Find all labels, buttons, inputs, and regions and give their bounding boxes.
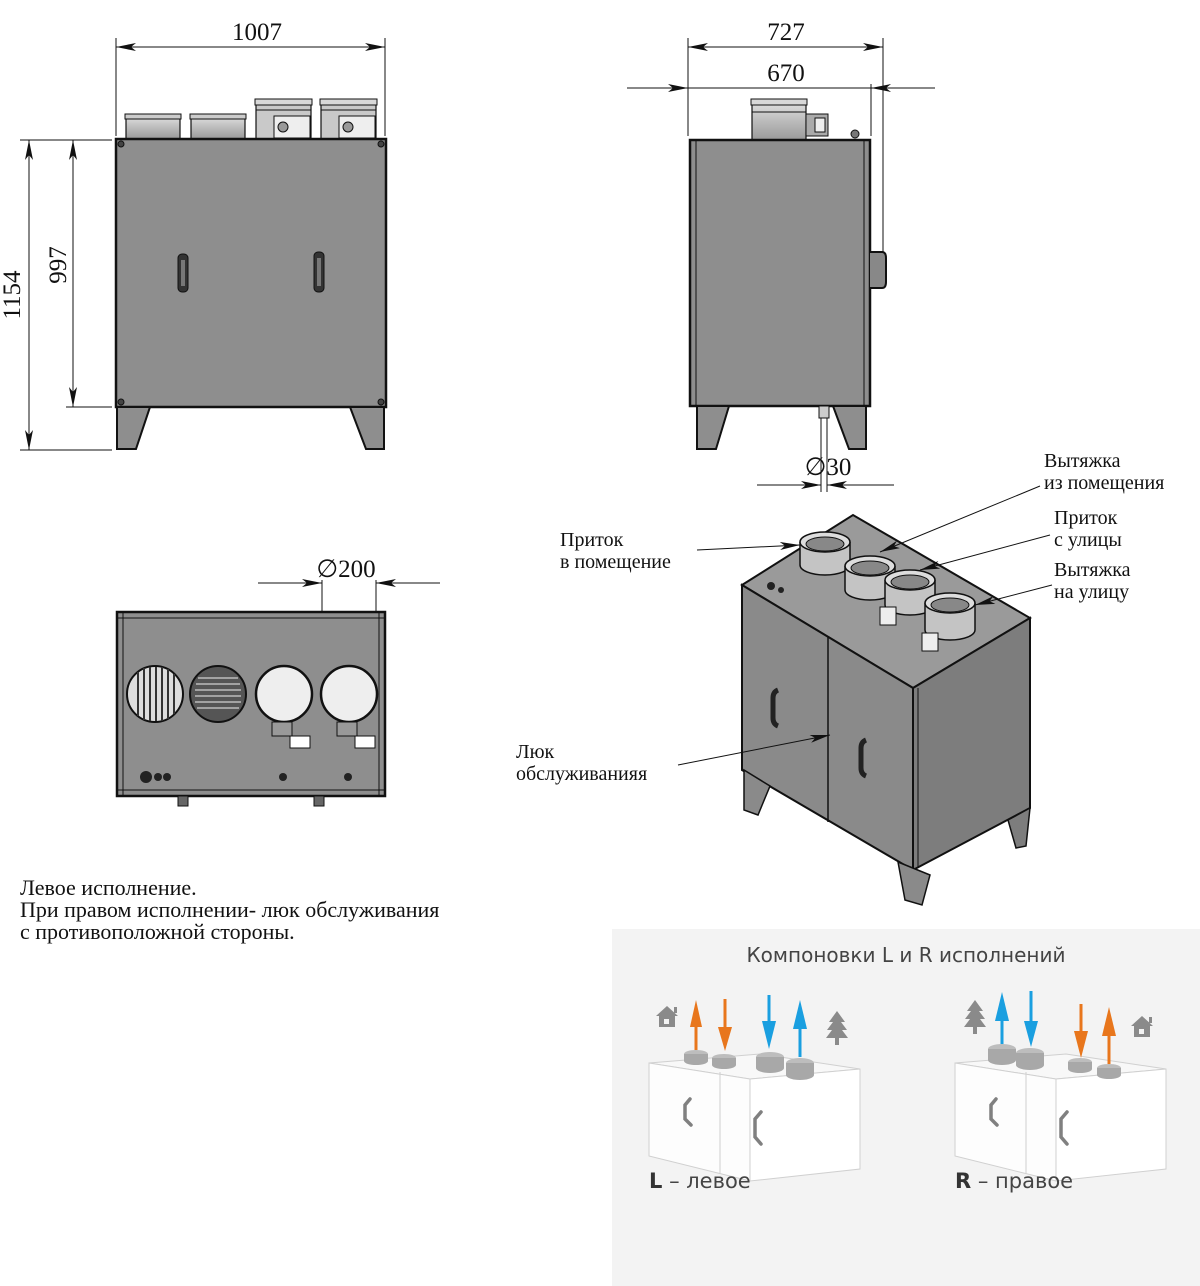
side-body xyxy=(688,138,872,408)
side-leg-right xyxy=(831,405,867,450)
left-arrow-exhaust-up xyxy=(793,1000,807,1057)
note-line: Левое исполнение. xyxy=(20,875,197,900)
right-arrow-outdoor-down xyxy=(1024,991,1038,1047)
tree-icon xyxy=(826,1011,848,1045)
label-line: Вытяжка xyxy=(1054,559,1131,581)
front-view: 1007 1154 997 xyxy=(0,19,388,451)
label-line: Приток xyxy=(1054,507,1118,529)
iso-duct-3 xyxy=(879,569,936,626)
top-duct-grille-vertical xyxy=(126,665,184,723)
layouts-panel: Компоновки L и R исполнений xyxy=(612,929,1200,1286)
front-handle-left xyxy=(177,253,189,293)
layout-right-unit xyxy=(954,991,1167,1182)
label-line: из помещения xyxy=(1044,472,1165,494)
width-dimension-label: 1007 xyxy=(232,19,282,46)
note-line: При правом исполнении- люк обслуживания xyxy=(20,897,440,922)
front-duct-damper-2 xyxy=(319,98,378,140)
layout-left-caption: L – левое xyxy=(649,1169,751,1193)
left-arrow-supply-up xyxy=(690,1000,702,1050)
iso-duct-2 xyxy=(844,555,896,601)
duct-diameter-dimension-label: ∅200 xyxy=(316,556,375,583)
depth-outer-dimension-label: 727 xyxy=(767,19,805,46)
side-duct xyxy=(750,98,829,141)
drain-pipe xyxy=(818,405,830,419)
front-leg-left xyxy=(116,406,152,450)
iso-handle-right xyxy=(858,737,868,779)
house-icon xyxy=(656,1006,678,1027)
top-duct-open-2 xyxy=(319,664,379,749)
label-exhaust-from-room: Вытяжка из помещения xyxy=(1044,450,1164,494)
note-line: с противоположной стороны. xyxy=(20,919,295,944)
label-line: с улицы xyxy=(1054,529,1122,551)
layout-left-letter: L xyxy=(649,1169,663,1193)
label-supply-to-room: Приток в помещение xyxy=(560,529,671,573)
side-view: 727 670 ∅30 xyxy=(627,19,935,492)
layout-right-text: – правое xyxy=(971,1169,1074,1193)
front-handle-right xyxy=(313,251,325,293)
label-line: Люк xyxy=(516,741,555,763)
side-handle xyxy=(870,251,887,289)
iso-duct-4 xyxy=(921,592,976,652)
front-duct-plain-1 xyxy=(124,113,182,140)
execution-note: Левое исполнение. При правом исполнении-… xyxy=(20,877,439,943)
isometric-view xyxy=(677,485,1053,906)
depth-body-dimension-label: 670 xyxy=(767,60,805,87)
label-supply-from-street: Приток с улицы xyxy=(1054,507,1122,551)
iso-handle-left xyxy=(770,687,780,729)
label-line: Приток xyxy=(560,529,624,551)
drain-dimension-label: ∅30 xyxy=(805,454,852,481)
left-arrow-exhaust-down xyxy=(718,999,732,1051)
label-line: обслуживанияя xyxy=(516,763,648,785)
house-icon xyxy=(1131,1016,1153,1037)
front-duct-plain-2 xyxy=(189,113,247,140)
side-leg-left xyxy=(696,405,731,450)
left-unit-door-1 xyxy=(648,1062,751,1182)
right-arrow-supply-up xyxy=(1102,1007,1116,1064)
label-line: на улицу xyxy=(1054,581,1130,603)
tree-icon xyxy=(964,1000,986,1034)
technical-drawings: 1007 1154 997 xyxy=(0,19,1053,906)
label-service-hatch: Люк обслуживанияя xyxy=(516,741,647,785)
left-arrow-outdoor-down xyxy=(762,995,776,1049)
total-height-dimension-label: 1154 xyxy=(0,270,26,320)
iso-duct-1 xyxy=(799,531,851,576)
top-duct-grille-horizontal xyxy=(189,665,247,723)
layouts-illustration xyxy=(648,991,1167,1182)
body-height-dimension-label: 997 xyxy=(45,246,72,284)
layout-left-text: – левое xyxy=(662,1169,751,1193)
right-arrow-exhaust-down xyxy=(1074,1004,1088,1058)
front-leg-right xyxy=(348,406,385,450)
layouts-panel-title: Компоновки L и R исполнений xyxy=(746,943,1066,967)
front-duct-damper-1 xyxy=(254,98,313,140)
top-view: ∅200 xyxy=(115,556,440,807)
layout-left-unit xyxy=(648,995,861,1182)
label-line: в помещение xyxy=(560,551,671,573)
right-arrow-exhaust-up xyxy=(995,992,1009,1044)
top-duct-open-1 xyxy=(254,664,314,749)
label-exhaust-to-street: Вытяжка на улицу xyxy=(1054,559,1131,603)
layout-right-caption: R – правое xyxy=(955,1169,1073,1193)
label-line: Вытяжка xyxy=(1044,450,1121,472)
front-body xyxy=(114,137,388,409)
layout-right-letter: R xyxy=(955,1169,972,1193)
